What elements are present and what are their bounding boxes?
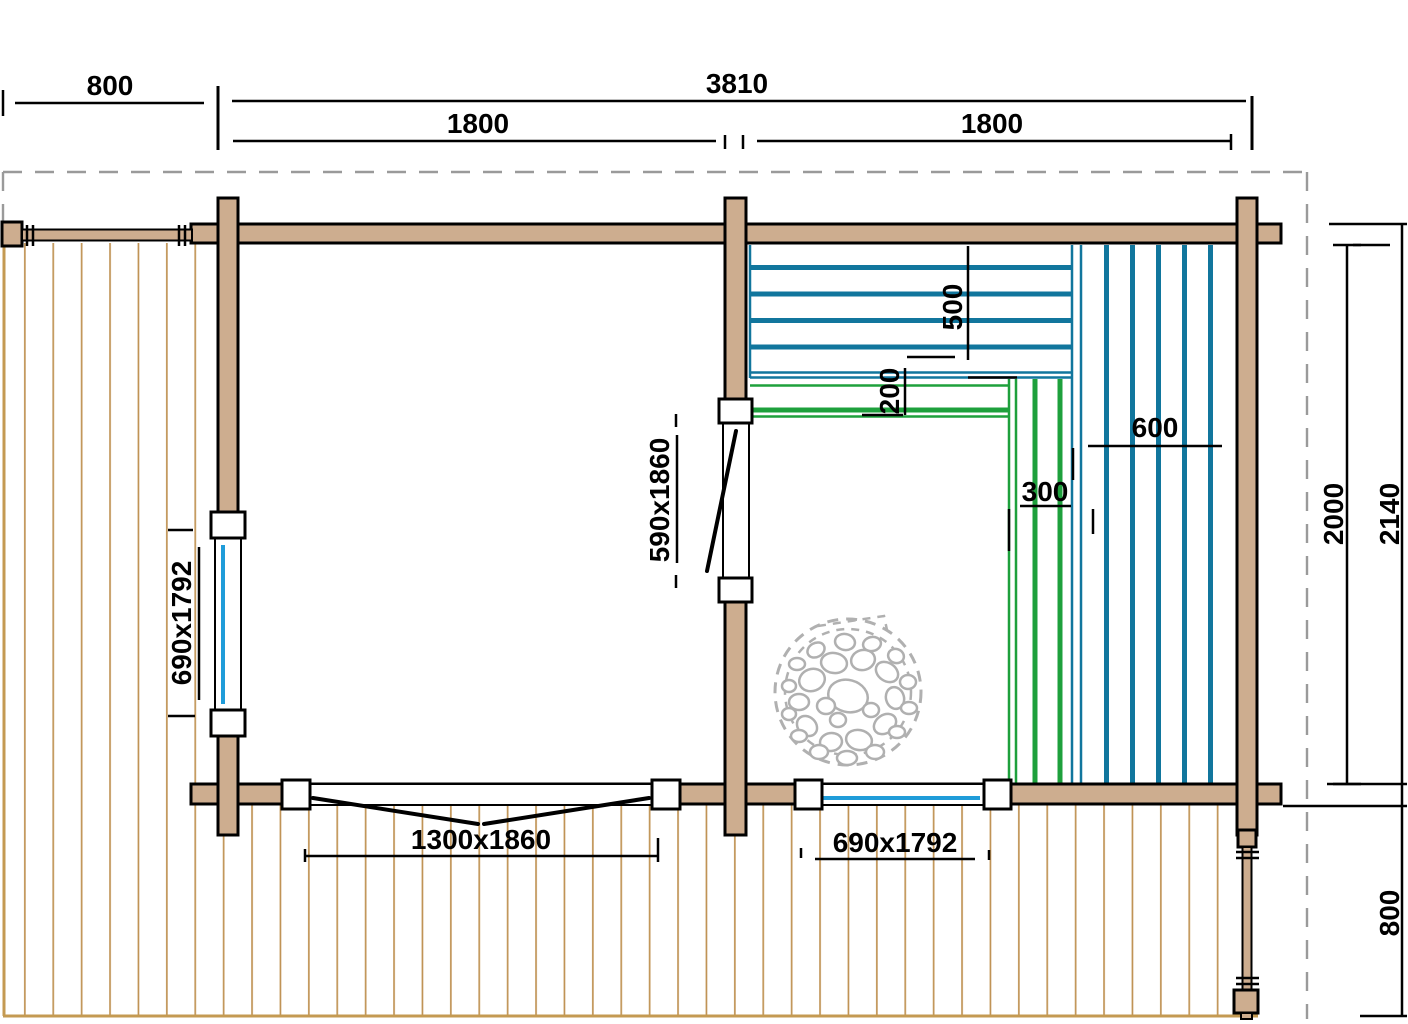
stone-heater	[773, 614, 923, 767]
door-jamb	[280, 778, 312, 811]
roof-overhang-outline	[1, 170, 1309, 1019]
dim-outer-depth: 2140	[1374, 483, 1405, 545]
railing-post	[0, 220, 24, 248]
dim-step-depth: 200	[874, 368, 905, 415]
dim-inner-depth: 2000	[1318, 483, 1349, 545]
railing-right-deck	[1232, 828, 1260, 1020]
sauna-bench-step	[750, 384, 1008, 418]
window-left	[209, 510, 247, 738]
railing-left-porch	[0, 220, 193, 248]
dim-porch-width: 800	[87, 70, 134, 101]
dim-deck-depth: 800	[1374, 890, 1405, 937]
door-jamb	[650, 778, 682, 811]
sauna-upper-bench	[748, 245, 1071, 379]
window-sauna	[793, 778, 1013, 811]
label-door-interior: 590x1860	[644, 438, 675, 563]
window-jamb	[209, 708, 247, 738]
sauna-floor-duckboards	[1070, 245, 1213, 784]
door-jamb	[717, 576, 754, 604]
door-jamb	[717, 397, 754, 425]
window-jamb	[793, 778, 824, 811]
opening-labels: 690x1792 590x1860 1300x1860 690x1792	[166, 414, 991, 862]
dim-side-bench-width: 300	[1022, 476, 1069, 507]
dimensions-right: 2000 2140 800	[1283, 222, 1407, 1018]
wall-right	[1235, 196, 1259, 837]
dim-bench-depth: 500	[937, 284, 968, 331]
sauna-side-bench	[1007, 379, 1063, 784]
heater-stones	[780, 632, 919, 767]
door-interior	[705, 397, 754, 604]
dim-total-width: 3810	[706, 68, 768, 99]
deck-left-hatch	[3, 243, 218, 1017]
label-window-left: 690x1792	[166, 561, 197, 686]
terrace-deck	[2, 243, 1258, 1018]
window-jamb	[982, 778, 1013, 811]
window-jamb	[209, 510, 247, 540]
railing-stub	[1236, 828, 1258, 849]
door-double	[280, 778, 682, 826]
dimensions-top: 800 3810 1800 1800	[1, 68, 1254, 150]
label-door-double: 1300x1860	[411, 824, 551, 855]
dimensions-sauna-interior: 500 200 600 300	[862, 246, 1222, 551]
dim-sauna-width: 1800	[961, 108, 1023, 139]
deck-bottom-hatch	[218, 804, 1235, 1017]
dim-living-width: 1800	[447, 108, 509, 139]
railing-post	[1232, 988, 1260, 1015]
dim-duckboard-width: 600	[1132, 412, 1179, 443]
label-window-sauna: 690x1792	[833, 827, 958, 858]
